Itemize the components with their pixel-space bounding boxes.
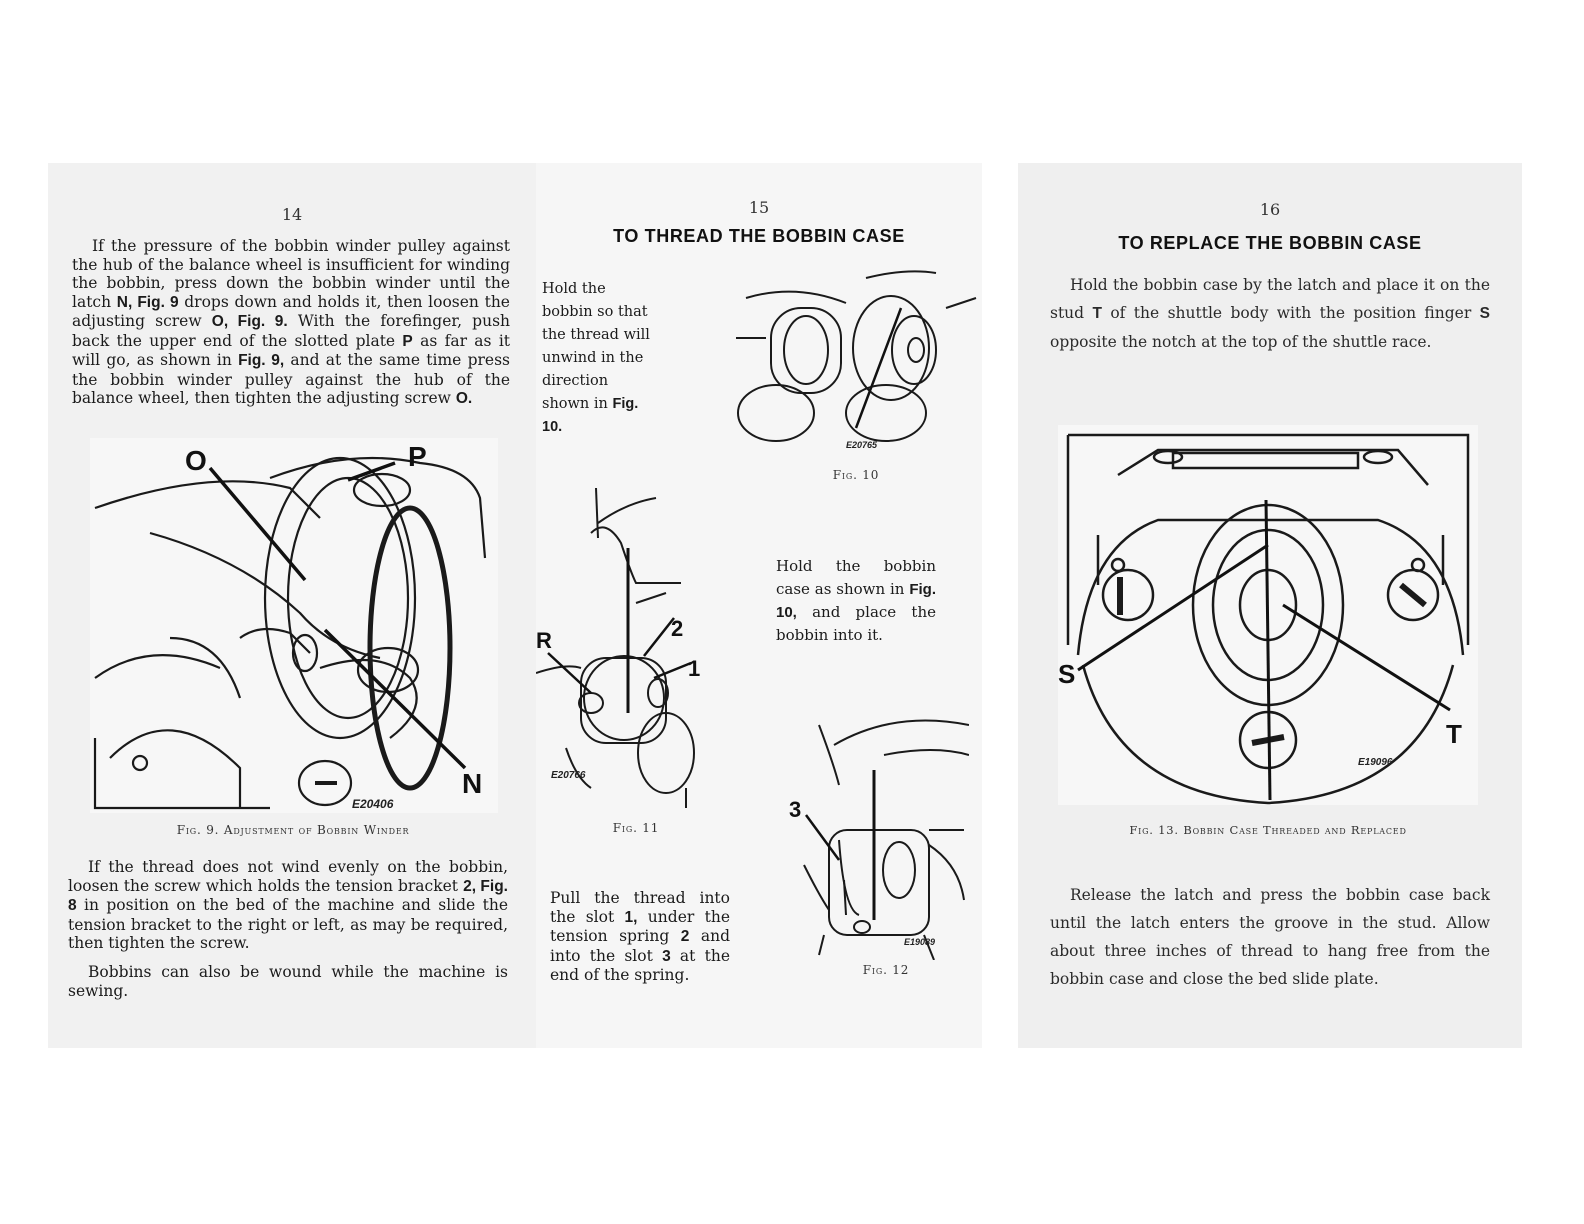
- label-3: 3: [789, 797, 801, 822]
- figure-12-tension-spring: 3 E19089: [784, 715, 969, 960]
- page-number: 16: [1259, 200, 1281, 219]
- label-P: P: [408, 441, 427, 472]
- figure-code: E20765: [846, 440, 878, 450]
- page-15: 15 TO THREAD THE BOBBIN CASE Hold the bo…: [536, 163, 982, 1048]
- replace-instructions-paragraph: Hold the bobbin case by the latch and pl…: [1050, 276, 1490, 351]
- figure-11-caption: Fig. 11: [612, 821, 660, 835]
- place-bobbin-paragraph: Hold the bobbin case as shown in Fig. 10…: [776, 557, 936, 644]
- figure-code: E20406: [352, 797, 394, 811]
- winder-pressure-paragraph: If the pressure of the bobbin winder pul…: [72, 237, 511, 407]
- figure-10-bobbin-and-case: E20765: [736, 268, 981, 458]
- thread-bobbin-case-heading: TO THREAD THE BOBBIN CASE: [613, 226, 905, 246]
- figure-code: E19089: [904, 937, 935, 947]
- page-14: 14 If the pressure of the bobbin winder …: [48, 163, 536, 1048]
- hold-bobbin-paragraph: Hold the bobbin so that the thread will …: [542, 281, 650, 435]
- figure-13-caption: Fig. 13. Bobbin Case Threaded and Replac…: [1129, 823, 1407, 837]
- figure-code: E20766: [551, 770, 586, 781]
- label-N: N: [462, 768, 482, 799]
- figure-9-caption: Fig. 9. Adjustment of Bobbin Winder: [176, 823, 410, 837]
- page-number: 15: [748, 198, 770, 217]
- label-S: S: [1058, 659, 1075, 689]
- figure-13-bobbin-case-replaced: S T E19096: [1058, 425, 1478, 805]
- label-O: O: [185, 445, 207, 476]
- figure-11-threading-slot: R 2 1 E20766: [536, 488, 706, 808]
- figure-code: E19096: [1358, 757, 1393, 768]
- page-16: 16 TO REPLACE THE BOBBIN CASE Hold the b…: [1018, 163, 1522, 1048]
- figure-9-bobbin-winder-illustration: O P N E20406: [90, 438, 498, 813]
- pull-thread-paragraph: Pull the thread into the slot 1, under t…: [550, 889, 731, 984]
- label-R: R: [536, 628, 552, 653]
- release-latch-paragraph: Release the latch and press the bobbin c…: [1050, 886, 1490, 988]
- label-2: 2: [671, 616, 683, 641]
- label-1: 1: [688, 656, 700, 681]
- uneven-winding-paragraph: If the thread does not wind evenly on th…: [68, 858, 508, 952]
- figure-12-caption: Fig. 12: [862, 963, 910, 977]
- label-T: T: [1446, 719, 1462, 749]
- figure-10-caption: Fig. 10: [832, 468, 880, 482]
- replace-bobbin-case-heading: TO REPLACE THE BOBBIN CASE: [1118, 233, 1422, 253]
- page-number: 14: [281, 205, 303, 224]
- winding-while-sewing-paragraph: Bobbins can also be wound while the mach…: [68, 963, 508, 1000]
